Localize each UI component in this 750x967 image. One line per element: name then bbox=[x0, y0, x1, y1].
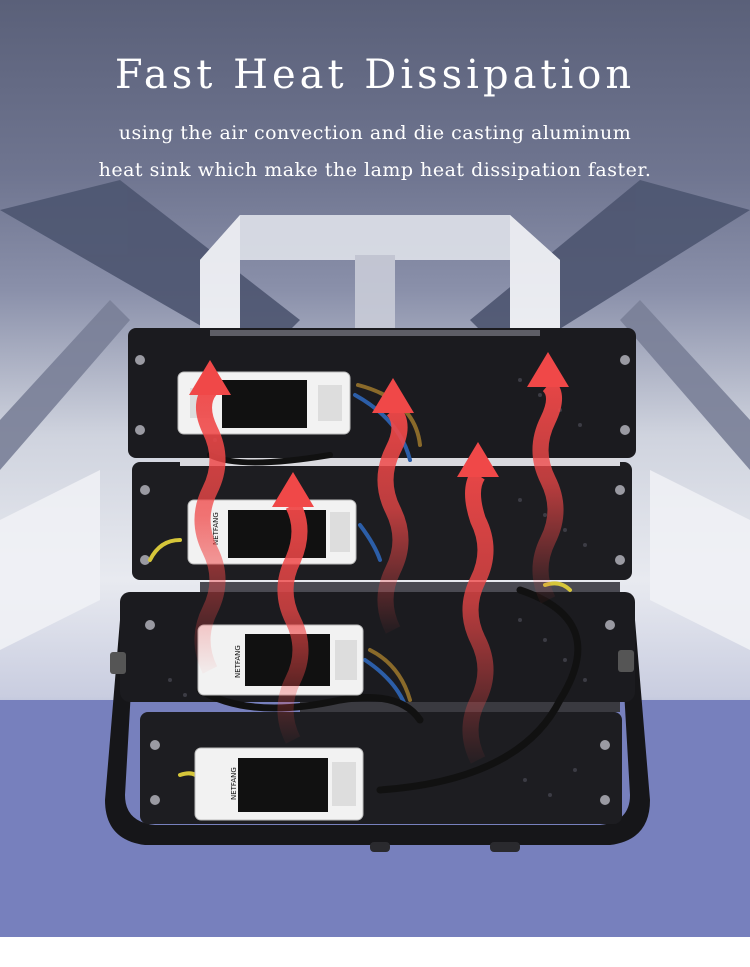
heat-arrow-4 bbox=[462, 470, 494, 764]
heat-arrow-5 bbox=[532, 378, 564, 604]
architecture bbox=[0, 180, 750, 650]
screws bbox=[135, 355, 630, 805]
driver-3: NETFANG bbox=[197, 624, 364, 696]
heat-arrow-1 bbox=[194, 385, 226, 674]
arrow-heads bbox=[189, 352, 569, 507]
side-knob bbox=[618, 650, 634, 672]
heat-arrows bbox=[194, 378, 564, 764]
driver-brand-label: NETFANG bbox=[212, 512, 220, 545]
driver-4: NETFANG bbox=[194, 747, 364, 821]
vent-holes bbox=[168, 378, 587, 797]
heat-arrow-3 bbox=[377, 404, 409, 634]
driver-brand-label: NETFANG bbox=[230, 767, 238, 800]
driver-2: NETFANG bbox=[187, 499, 357, 565]
side-knob bbox=[110, 652, 126, 674]
heat-arrow-2 bbox=[277, 501, 309, 744]
subtitle-line-2: heat sink which make the lamp heat dissi… bbox=[98, 159, 652, 181]
headline: Fast Heat Dissipation bbox=[114, 52, 636, 98]
driver-brand-label: NETFANG bbox=[234, 645, 242, 678]
subtitle-line-1: using the air convection and die casting… bbox=[118, 122, 632, 144]
